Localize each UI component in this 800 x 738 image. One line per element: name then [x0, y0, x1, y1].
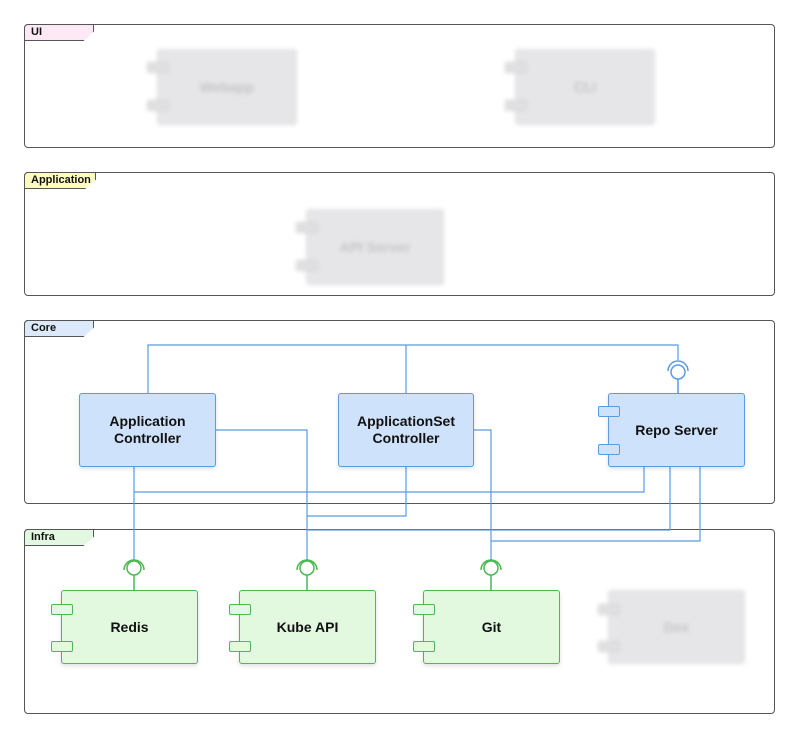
component-port [51, 604, 73, 615]
layer-application-label: Application [24, 172, 96, 189]
application-controller-component[interactable]: Application Controller [79, 393, 216, 467]
git-label: Git [481, 618, 502, 635]
component-port [413, 641, 435, 652]
component-port [598, 641, 620, 652]
application-controller-label: Application Controller [109, 413, 186, 446]
dex-component[interactable]: Dex [598, 590, 745, 664]
component-port [51, 641, 73, 652]
cli-component[interactable]: CLI [505, 49, 655, 125]
component-port [598, 444, 620, 455]
component-port [598, 406, 620, 417]
layer-ui-label: UI [24, 24, 94, 41]
cli-label: CLI [573, 78, 597, 95]
component-port [229, 604, 251, 615]
repo-server-component[interactable]: Repo Server [598, 393, 745, 467]
component-port [505, 62, 527, 73]
kube-api-component[interactable]: Kube API [229, 590, 376, 664]
layer-infra-label: Infra [24, 529, 94, 546]
api-server-label: API Server [339, 238, 411, 255]
component-port [229, 641, 251, 652]
layer-ui: UI Webapp CLI [24, 24, 775, 148]
webapp-component[interactable]: Webapp [147, 49, 297, 125]
component-port [147, 62, 169, 73]
repo-server-label: Repo Server [635, 421, 718, 438]
component-port [598, 604, 620, 615]
component-port [147, 100, 169, 111]
applicationset-controller-label: ApplicationSet Controller [356, 413, 455, 446]
git-component[interactable]: Git [413, 590, 560, 664]
component-port [413, 604, 435, 615]
component-port [296, 222, 318, 233]
redis-component[interactable]: Redis [51, 590, 198, 664]
kube-api-label: Kube API [276, 618, 339, 635]
layer-core-label: Core [24, 320, 94, 337]
dex-label: Dex [663, 618, 690, 635]
webapp-label: Webapp [199, 78, 255, 95]
redis-label: Redis [110, 618, 149, 635]
component-port [505, 100, 527, 111]
layer-application: Application API Server [24, 172, 775, 296]
api-server-component[interactable]: API Server [296, 209, 444, 285]
applicationset-controller-component[interactable]: ApplicationSet Controller [338, 393, 474, 467]
component-port [296, 260, 318, 271]
